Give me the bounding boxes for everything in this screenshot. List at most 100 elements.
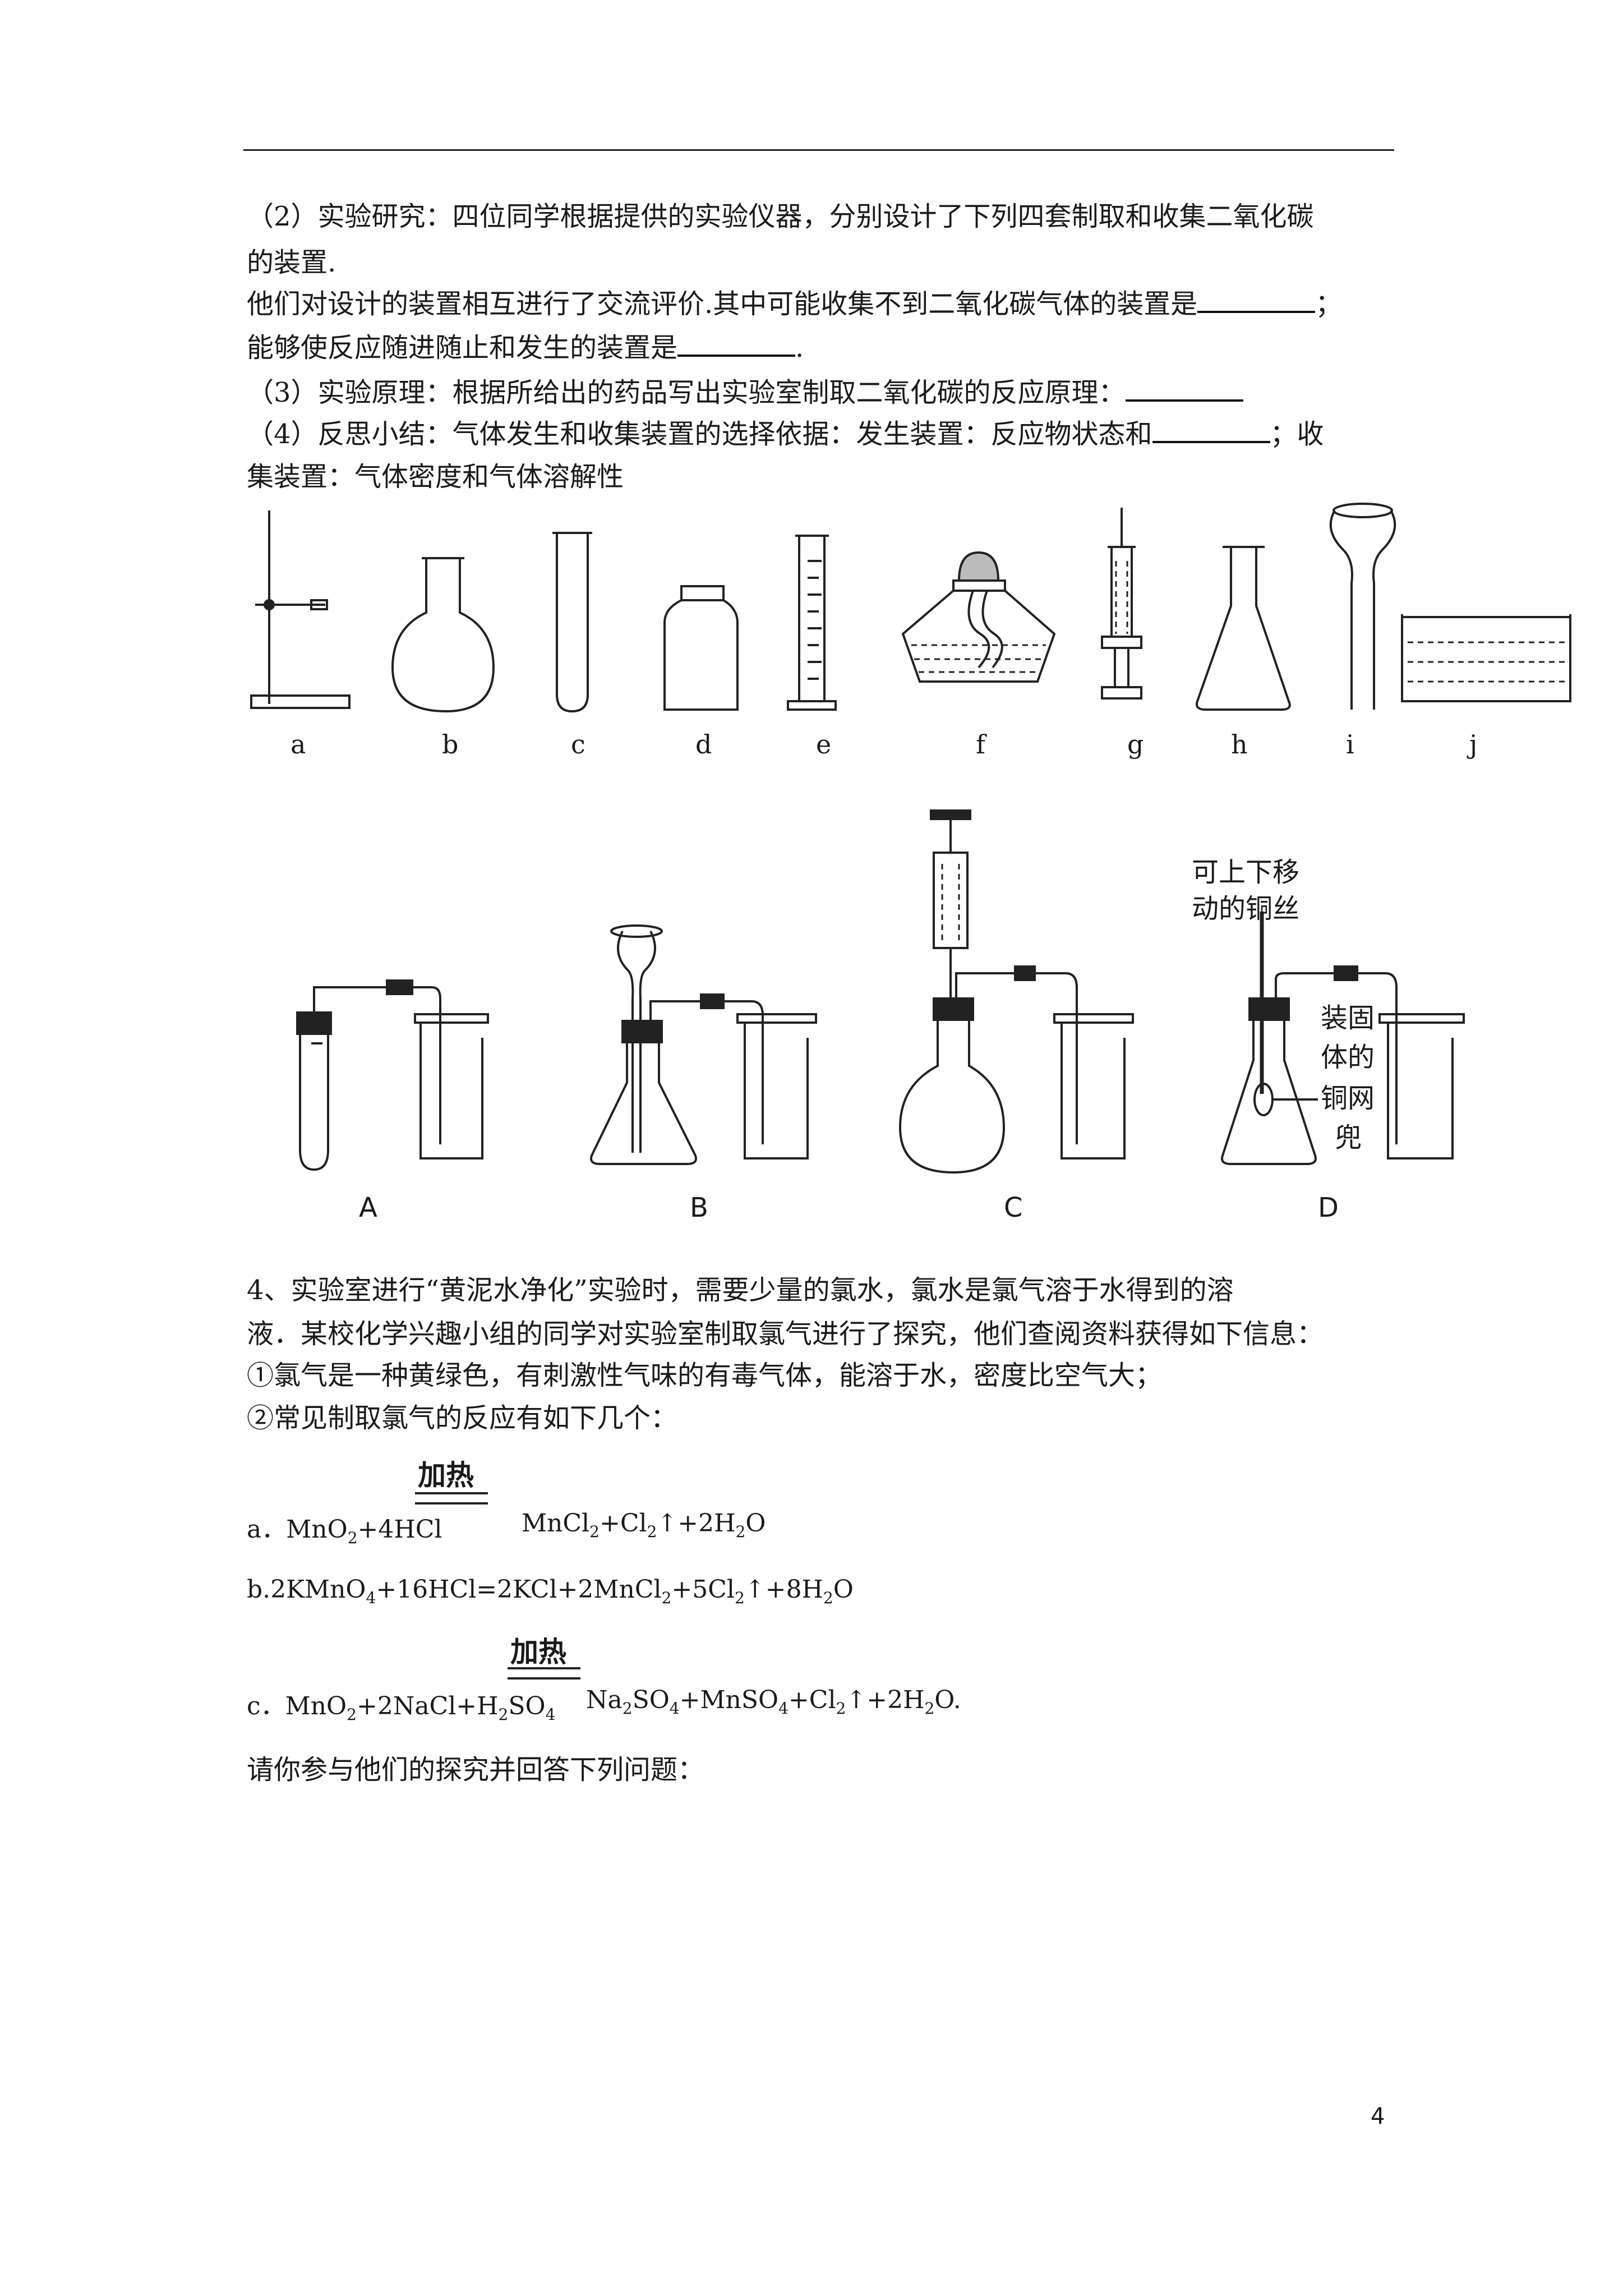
eq-c-sub: 4	[545, 1705, 556, 1724]
setup-d	[1221, 912, 1465, 1165]
apparatus-illustrations	[250, 503, 1571, 713]
eq-b-sub: 4	[366, 1588, 376, 1607]
setup-label-d: D	[1318, 1192, 1339, 1223]
reagent-bottle	[663, 585, 739, 711]
eq-a-reactant: +4HCl	[357, 1515, 442, 1544]
q4-end: ；收	[1270, 418, 1324, 450]
eq-a-product: +Cl	[599, 1509, 647, 1538]
copper-wire-label-1: 可上下移	[1192, 857, 1300, 888]
heat-label-a: 加热	[418, 1459, 474, 1492]
label-c: c	[571, 729, 585, 760]
q3-text: （3）实验原理：根据所给出的药品写出实验室制取二氧化碳的反应原理：	[247, 377, 1126, 408]
q2-line-3: 他们对设计的装置相互进行了交流评价.其中可能收集不到二氧化碳气体的装置是 ；	[247, 287, 1342, 321]
equation-c: c．MnO2+2NaCl+H2SO4	[247, 1686, 555, 1724]
eq-a-prefix: a．	[247, 1515, 287, 1544]
page-number: 4	[1371, 2104, 1385, 2129]
eq-c-product: +MnSO	[679, 1686, 779, 1714]
eq-a-product: ↑+2H	[657, 1509, 736, 1538]
eq-a-sub: 2	[589, 1522, 600, 1541]
eq-c-sub: 2	[622, 1699, 633, 1718]
eq-c-sub: 4	[669, 1699, 680, 1718]
q2-line-2: 的装置.	[247, 247, 336, 278]
alcohol-lamp	[901, 551, 1056, 683]
label-a: a	[291, 729, 306, 760]
test-tube	[552, 532, 592, 713]
eq-c-sub: 2	[836, 1699, 846, 1718]
answer-blank-3[interactable]	[1125, 377, 1243, 402]
q3-line: （3）实验原理：根据所给出的药品写出实验室制取二氧化碳的反应原理：	[247, 376, 1243, 409]
mesh-label-2: 体的	[1321, 1042, 1375, 1073]
graduated-cylinder	[787, 535, 837, 711]
eq-c-reactant: SO	[508, 1692, 546, 1720]
eq-b-part: O	[833, 1575, 854, 1604]
label-g: g	[1127, 729, 1144, 760]
equation-c-products: Na2SO4+MnSO4+Cl2↑+2H2O.	[586, 1686, 961, 1718]
syringe	[1101, 508, 1142, 700]
eq-a-product: O	[745, 1509, 766, 1538]
closing-line: 请你参与他们的探究并回答下列问题：	[247, 1754, 705, 1786]
s4-line-2: 液．某校化学兴趣小组的同学对实验室制取氯气进行了探究，他们查阅资料获得如下信息：	[247, 1318, 1324, 1350]
equation-b: b.2KMnO4+16HCl=2KCl+2MnCl2+5Cl2↑+8H2O	[247, 1575, 854, 1607]
label-d: d	[695, 729, 712, 760]
setup-a	[296, 979, 489, 1171]
mesh-label-1: 装固	[1321, 1002, 1375, 1034]
setup-b	[590, 924, 817, 1165]
eq-c-product: ↑+2H	[846, 1686, 925, 1714]
eq-a-sub: 2	[647, 1522, 657, 1541]
eq-b-part: ↑+8H	[744, 1575, 823, 1604]
q2-line-3-end: ；	[1315, 288, 1343, 320]
conical-flask	[1196, 546, 1291, 711]
eq-c-product: SO	[632, 1686, 670, 1714]
eq-c-prefix: c．	[247, 1692, 285, 1720]
eq-c-sub: 2	[924, 1699, 935, 1718]
q2-line-4-end: .	[795, 332, 804, 364]
eq-a-reactant: MnO	[286, 1515, 348, 1544]
eq-c-sub: 2	[498, 1705, 509, 1724]
eq-c-sub: 4	[778, 1699, 789, 1718]
q2-line-1: （2）实验研究：四位同学根据提供的实验仪器，分别设计了下列四套制取和收集二氧化碳	[247, 201, 1314, 232]
setup-illustrations	[296, 809, 1465, 1174]
label-i: i	[1346, 729, 1354, 760]
reaction-condition-line-c	[508, 1667, 580, 1680]
long-neck-funnel	[1329, 503, 1396, 710]
label-j: j	[1469, 729, 1478, 760]
label-h: h	[1231, 729, 1248, 760]
eq-b-part: +5Cl	[671, 1575, 735, 1604]
setup-label-c: C	[1004, 1192, 1023, 1223]
q2-line-3-text: 他们对设计的装置相互进行了交流评价.其中可能收集不到二氧化碳气体的装置是	[247, 288, 1198, 320]
answer-blank-4[interactable]	[1152, 418, 1270, 443]
q2-line-4: 能够使反应随进随止和发生的装置是.	[247, 331, 804, 365]
setup-label-b: B	[690, 1192, 708, 1223]
eq-b-part: 2KMnO	[270, 1575, 366, 1604]
eq-b-part: +16HCl=2KCl+2MnCl	[376, 1575, 662, 1604]
label-f: f	[976, 729, 986, 760]
header-rule	[243, 149, 1394, 151]
copper-wire-label-2: 动的铜丝	[1192, 893, 1300, 924]
q2-line-4-text: 能够使反应随进随止和发生的装置是	[247, 332, 678, 364]
answer-blank-2[interactable]	[677, 332, 796, 357]
eq-b-sub: 2	[823, 1588, 833, 1607]
label-b: b	[442, 729, 459, 760]
mesh-label-4: 兜	[1335, 1122, 1362, 1153]
s4-line-3: ①氯气是一种黄绿色，有刺激性气味的有毒气体，能溶于水，密度比空气大；	[247, 1360, 1163, 1391]
eq-b-sub: 2	[735, 1588, 745, 1607]
q4-line-2: 集装置：气体密度和气体溶解性	[247, 461, 624, 493]
eq-a-sub: 2	[735, 1522, 746, 1541]
q4-text: （4）反思小结：气体发生和收集装置的选择依据：发生装置：反应物状态和	[247, 418, 1152, 450]
eq-c-reactant: MnO	[285, 1692, 347, 1720]
mesh-label-3: 铜网	[1321, 1083, 1375, 1114]
s4-line-4: ②常见制取氯气的反应有如下几个：	[247, 1402, 678, 1434]
equation-a-products: MnCl2+Cl2↑+2H2O	[522, 1509, 766, 1541]
eq-c-product: Na	[586, 1686, 623, 1714]
eq-c-product: +Cl	[788, 1686, 836, 1714]
eq-b-prefix: b.	[247, 1575, 271, 1604]
eq-b-sub: 2	[661, 1588, 672, 1607]
setup-label-a: A	[359, 1192, 377, 1223]
iron-stand	[250, 510, 351, 709]
water-trough	[1401, 614, 1571, 702]
q4-line-1: （4）反思小结：气体发生和收集装置的选择依据：发生装置：反应物状态和 ；收	[247, 417, 1324, 451]
eq-c-product: O.	[934, 1686, 961, 1714]
heat-label-c: 加热	[510, 1636, 566, 1668]
setup-c	[898, 809, 1134, 1174]
answer-blank-1[interactable]	[1197, 288, 1316, 313]
